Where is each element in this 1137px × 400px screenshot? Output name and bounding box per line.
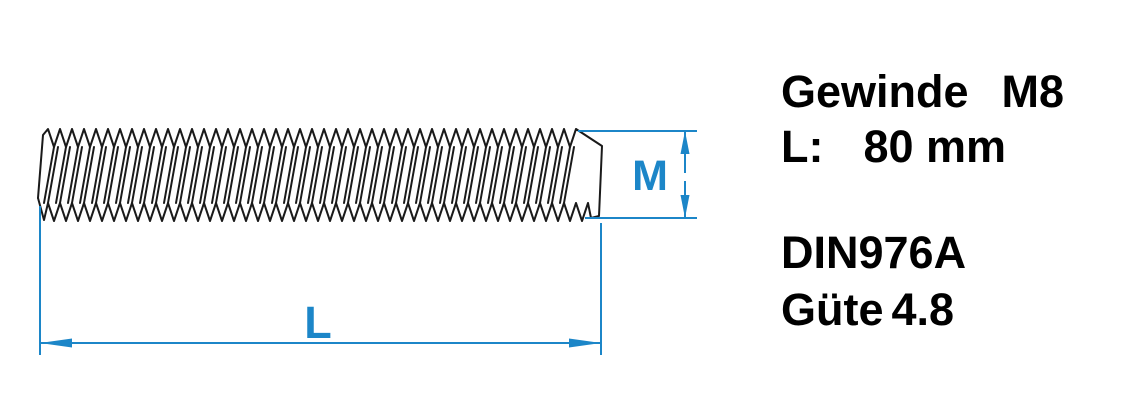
spec-block-main: Gewinde M8 L: 80 mm bbox=[781, 64, 1064, 174]
spec-line-length: L: 80 mm bbox=[781, 119, 1064, 174]
thread-value: M8 bbox=[1001, 66, 1065, 117]
length-label: L: bbox=[781, 121, 824, 172]
grade-label: Güte bbox=[781, 284, 884, 335]
thread-label: Gewinde bbox=[781, 66, 969, 117]
length-dimension bbox=[39, 206, 602, 355]
thread-profile bbox=[37, 128, 603, 222]
spec-line-standard: DIN976A bbox=[781, 224, 966, 281]
diameter-dim-label: M bbox=[632, 152, 668, 200]
spec-line-thread: Gewinde M8 bbox=[781, 64, 1064, 119]
standard-value: DIN976A bbox=[781, 227, 967, 278]
length-value: 80 mm bbox=[863, 121, 1007, 172]
length-dim-label: L bbox=[304, 297, 332, 348]
diameter-dimension bbox=[578, 130, 697, 219]
grade-value: 4.8 bbox=[891, 284, 955, 335]
